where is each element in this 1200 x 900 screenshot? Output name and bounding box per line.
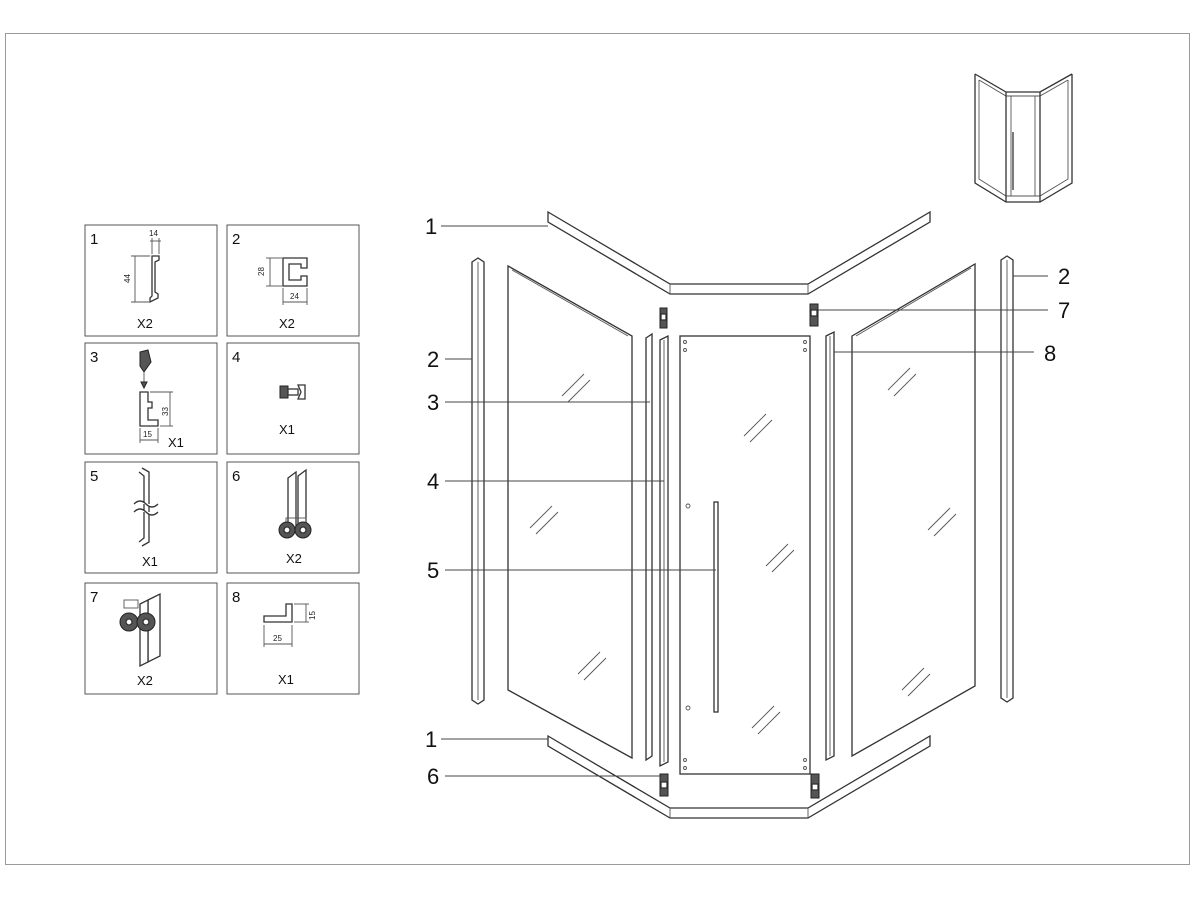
profile-1-icon (131, 238, 161, 304)
callout-top-rail: 1 (425, 214, 437, 239)
callout-magnetic-strip: 8 (1044, 341, 1056, 366)
roller-bottom-right (810, 773, 820, 799)
parts-table: 1 14 44 X2 2 (84, 224, 360, 695)
bottom-rail (547, 734, 931, 819)
callout-wall-profile-right: 2 (1058, 264, 1070, 289)
roller-bottom-left (659, 773, 669, 797)
callout-roller-top: 7 (1058, 298, 1070, 323)
page-frame (5, 33, 1190, 865)
magnetic-strip (825, 330, 835, 762)
callout-bottom-rail: 1 (425, 727, 437, 752)
part-number: 3 (90, 349, 98, 366)
wall-profile-right (1000, 255, 1014, 703)
part-cell-6: 6 X2 (226, 461, 360, 574)
callout-roller-bottom: 6 (427, 764, 439, 789)
part-quantity: X1 (168, 435, 184, 450)
door-handle-icon (133, 467, 159, 547)
part-cell-3: 3 33 15 X1 (84, 342, 218, 455)
dimension-label: 44 (123, 274, 132, 283)
profile-8-icon (263, 603, 309, 647)
part-number: 2 (232, 231, 240, 248)
fixed-glass-panel-left (507, 264, 633, 760)
glass-strip (659, 334, 669, 768)
callout-seal-strip: 3 (427, 390, 439, 415)
roller-bracket-icon (119, 592, 161, 668)
roller-top-left (659, 307, 668, 329)
part-cell-2: 2 28 24 X2 (226, 224, 360, 337)
roller-top-right (809, 303, 819, 327)
profile-2-icon (266, 257, 308, 305)
part-number: 1 (90, 231, 98, 248)
sliding-door-panel (679, 335, 811, 775)
dimension-label: 28 (257, 267, 266, 276)
callout-wall-profile-left: 2 (427, 347, 439, 372)
part-number: 5 (90, 468, 98, 485)
callout-labels: 1 2 3 4 5 1 6 2 7 8 (425, 214, 1070, 789)
part-quantity: X2 (286, 551, 302, 566)
part-number: 6 (232, 468, 240, 485)
part-cell-7: 7 X2 (84, 582, 218, 695)
part-quantity: X1 (278, 672, 294, 687)
part-cell-1: 1 14 44 X2 (84, 224, 218, 337)
callout-leaders (441, 225, 1048, 777)
seal-profile-icon (139, 349, 173, 443)
seal-strip (645, 332, 653, 762)
fixed-glass-panel-right (851, 262, 976, 758)
part-quantity: X2 (279, 316, 295, 331)
dimension-label: 33 (161, 407, 170, 416)
glass-clip-icon (279, 384, 306, 400)
dimension-label: 15 (143, 430, 152, 439)
part-quantity: X1 (279, 422, 295, 437)
dimension-label: 25 (273, 634, 282, 643)
part-number: 4 (232, 349, 240, 366)
part-cell-8: 8 15 25 X1 (226, 582, 360, 695)
part-cell-5: 5 X1 (84, 461, 218, 574)
dimension-label: 14 (149, 229, 158, 238)
dimension-label: 15 (308, 611, 317, 620)
assembled-enclosure-thumbnail (974, 73, 1073, 203)
part-number: 7 (90, 589, 98, 606)
part-quantity: X2 (137, 673, 153, 688)
top-rail (547, 210, 931, 295)
part-number: 8 (232, 589, 240, 606)
dimension-label: 24 (290, 292, 299, 301)
exploded-assembly: 1 2 3 4 5 1 6 2 7 8 (425, 210, 1070, 819)
callout-glass-strip: 4 (427, 469, 439, 494)
part-quantity: X2 (137, 316, 153, 331)
roller-bracket-icon (278, 468, 312, 539)
part-cell-4: 4 X1 (226, 342, 360, 455)
part-quantity: X1 (142, 554, 158, 569)
door-handle (713, 501, 719, 713)
callout-door-handle: 5 (427, 558, 439, 583)
